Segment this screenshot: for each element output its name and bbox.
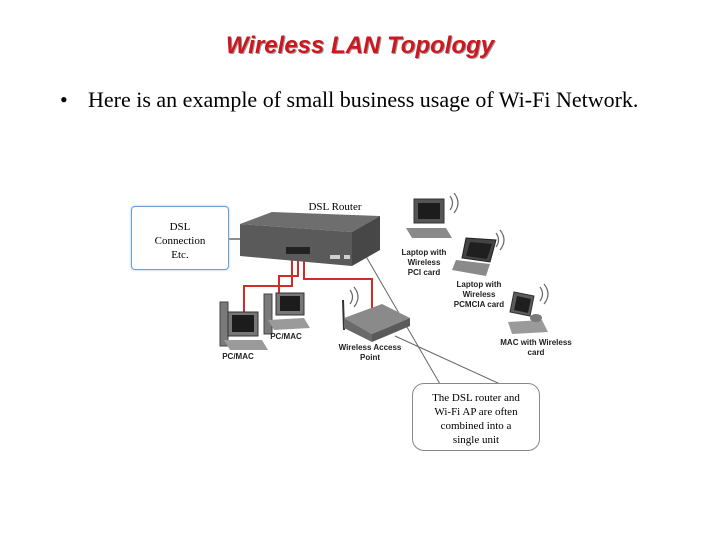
dsl-router-icon [240, 212, 380, 266]
mac-wireless-label: MAC with Wireless card [500, 338, 572, 357]
bullet-text: Here is an example of small business usa… [88, 87, 639, 112]
link-router-to-pc1 [243, 256, 293, 316]
pc-mac-1-label: PC/MAC [222, 352, 254, 361]
bullet-marker: • [60, 87, 68, 112]
dsl-router-label: DSL Router [308, 201, 362, 213]
dsl-box-line: Connection [154, 235, 206, 247]
callout-text: The DSL router and Wi-Fi AP are often co… [432, 392, 520, 446]
pc-mac-2-label: PC/MAC [270, 332, 302, 341]
dsl-connection-box: DSL Connection Etc. [131, 206, 229, 270]
access-point-label: Wireless Access Point [338, 343, 402, 362]
pc-mac-2-icon [263, 292, 310, 335]
access-point-icon [342, 286, 410, 342]
dsl-box-line: Etc. [171, 249, 189, 261]
dsl-connection-label: DSL Connection Etc. [132, 207, 228, 262]
dsl-box-line: DSL [169, 221, 191, 233]
laptop-pci-icon [406, 192, 459, 238]
mac-wireless-icon [508, 283, 549, 334]
laptop-pci-label: Laptop with Wireless PCI card [401, 248, 447, 277]
laptop-pcmcia-icon [452, 229, 505, 276]
callout-box: The DSL router and Wi-Fi AP are often co… [412, 383, 540, 451]
slide-title: Wireless LAN Topology [225, 32, 495, 59]
link-router-to-ap [303, 256, 373, 312]
pc-mac-1-icon [219, 301, 268, 350]
wired-links [243, 256, 373, 316]
laptop-pcmcia-label: Laptop with Wireless PCMCIA card [453, 280, 505, 309]
link-router-to-pc2 [278, 256, 299, 298]
